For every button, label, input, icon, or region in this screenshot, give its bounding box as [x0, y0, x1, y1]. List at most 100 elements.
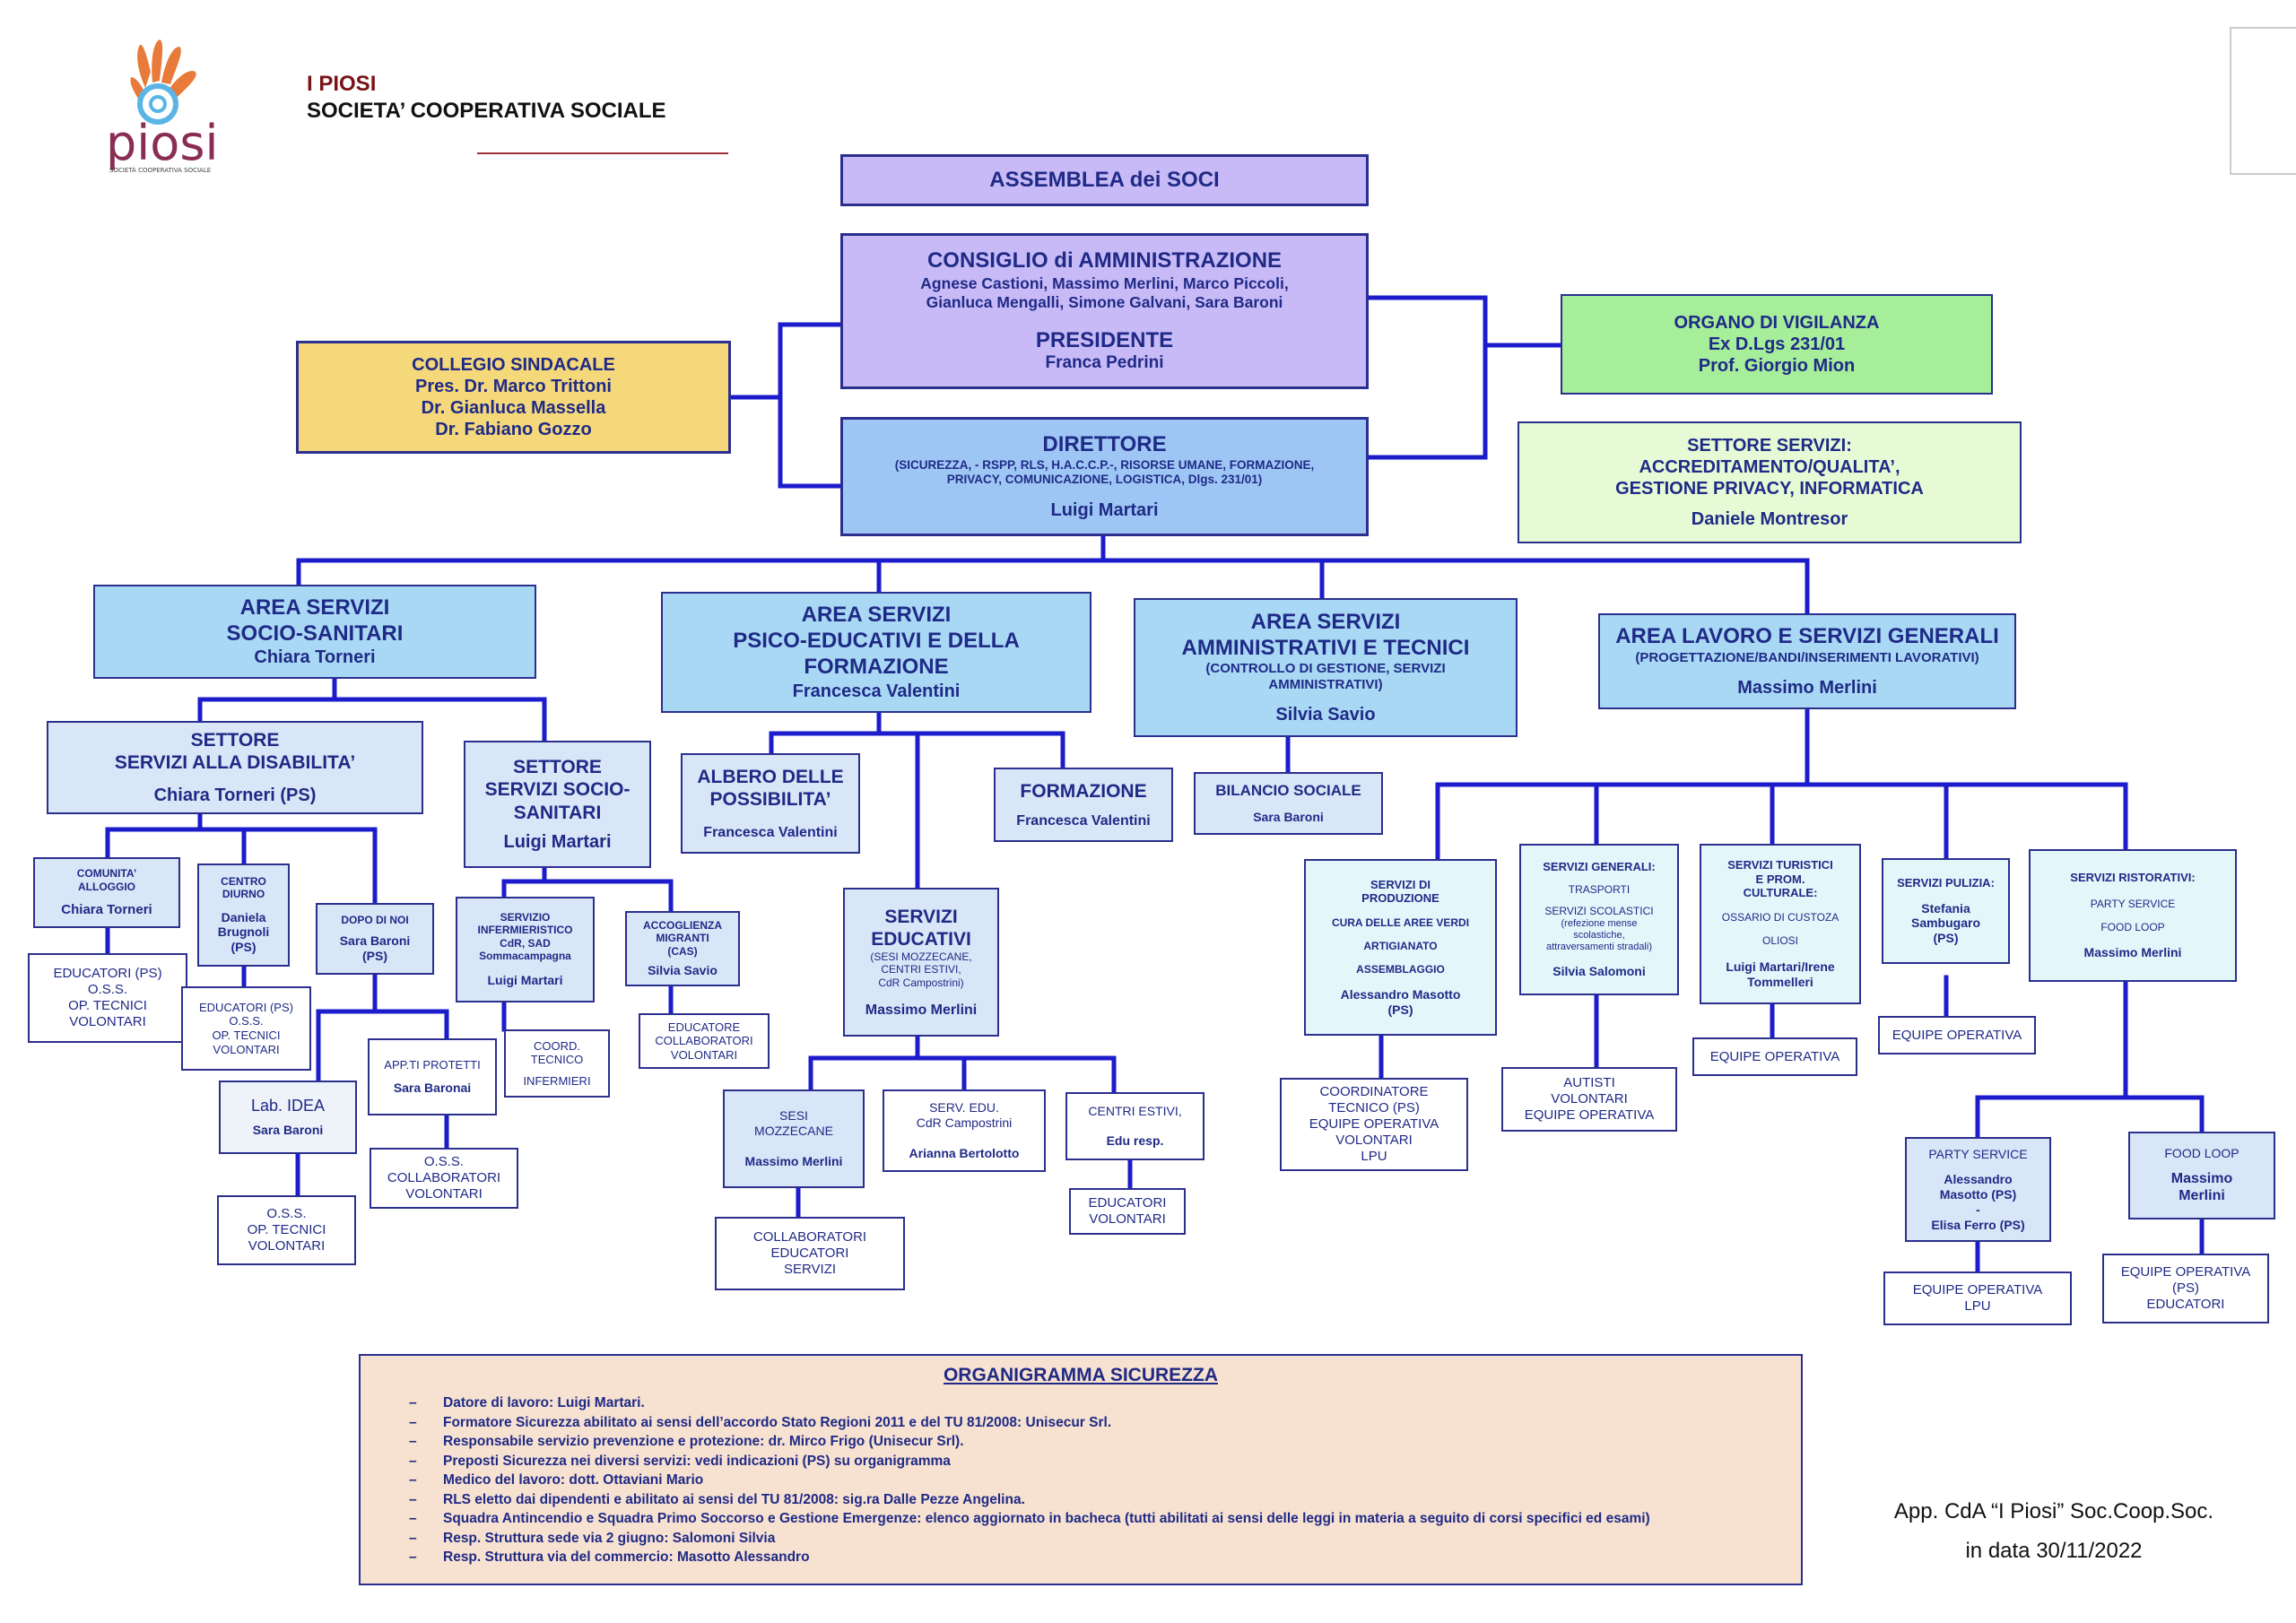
bilancio-title: BILANCIO SOCIALE	[1215, 782, 1361, 800]
connector-disabilita-leaf	[105, 925, 449, 1198]
educativi-line1: SERVIZI	[884, 906, 958, 927]
area-lavoro-line1: AREA LAVORO E SERVIZI GENERALI	[1615, 624, 1999, 649]
assemblea-box: ASSEMBLEA dei SOCI	[840, 154, 1369, 206]
formazione-box: FORMAZIONE Francesca Valentini	[994, 768, 1173, 842]
infermieristico-line2: INFERMIERISTICO	[477, 924, 573, 937]
food-title: FOOD LOOP	[2164, 1146, 2239, 1161]
organization-name: I PIOSI	[307, 72, 377, 96]
sicurezza-item: Squadra Antincendio e Squadra Primo Socc…	[396, 1509, 1765, 1529]
educatori-a-line1: EDUCATORI (PS)	[53, 966, 162, 981]
centro-name3: (PS)	[230, 940, 257, 955]
settore-socio-name: Luigi Martari	[503, 831, 612, 852]
dopo-title: DOPO DI NOI	[341, 914, 409, 926]
equipe-lpu-box: EQUIPE OPERATIVA LPU	[1883, 1271, 2072, 1325]
settore-disabilita-name: Chiara Torneri (PS)	[153, 785, 317, 806]
approval-line2: in data 30/11/2022	[1965, 1539, 2143, 1563]
generali-line3: (refezione mense	[1561, 917, 1638, 929]
connector-socio-sanitari	[501, 865, 674, 1032]
oss-tecnici-line1: O.S.S.	[266, 1206, 307, 1221]
approval-note: App. CdA “I Piosi” Soc.Coop.Soc. in data…	[1848, 1492, 2260, 1571]
coordinatore-line1: COORDINATORE	[1319, 1084, 1429, 1099]
collab-educ-line3: SERVIZI	[783, 1262, 837, 1277]
centri-estivi-box: CENTRI ESTIVI, Edu resp.	[1065, 1092, 1205, 1160]
sicurezza-item: Formatore Sicurezza abilitato ai sensi d…	[396, 1413, 1765, 1433]
formazione-title: FORMAZIONE	[1020, 781, 1147, 803]
area-socio-sanitari-box: AREA SERVIZI SOCIO-SANITARI Chiara Torne…	[93, 585, 536, 679]
area-amministrativi-box: AREA SERVIZI AMMINISTRATIVI E TECNICI (C…	[1134, 598, 1518, 737]
turistici-line3: CULTURALE:	[1743, 886, 1818, 900]
accoglienza-name: Silvia Savio	[648, 963, 718, 978]
accoglienza-line1: ACCOGLIENZA	[643, 919, 722, 933]
comunita-alloggio-box: COMUNITA’ ALLOGGIO Chiara Torneri	[33, 857, 180, 928]
oss-tecnici-line2: OP. TECNICI	[247, 1222, 326, 1237]
app-protetti-title: APP.TI PROTETTI	[384, 1057, 481, 1072]
sicurezza-item: Resp. Struttura via del commercio: Masot…	[396, 1548, 1765, 1567]
servizi-ristorativi-box: SERVIZI RISTORATIVI: PARTY SERVICE FOOD …	[2029, 849, 2237, 982]
centro-name2: Brugnoli	[217, 924, 270, 940]
educatori-a-line4: VOLONTARI	[69, 1014, 146, 1029]
area-psico-box: AREA SERVIZI PSICO-EDUCATIVI E DELLA FOR…	[661, 592, 1091, 713]
logo-wordmark: piosi	[106, 115, 215, 171]
infermieristico-line4: Sommacampagna	[479, 949, 571, 962]
servizi-educativi-box: SERVIZI EDUCATIVI (SESI MOZZECANE, CENTR…	[843, 888, 999, 1037]
educatori-b-line3: OP. TECNICI	[212, 1028, 281, 1042]
settore-servizi-box: SETTORE SERVIZI: ACCREDITAMENTO/QUALITA’…	[1518, 421, 2022, 543]
area-amm-desc-2: AMMINISTRATIVI)	[1268, 677, 1383, 693]
equipe-turistici-label: EQUIPE OPERATIVA	[1709, 1048, 1840, 1064]
educatori-b-line1: EDUCATORI (PS)	[199, 1000, 293, 1014]
educativi-desc-3: CdR Campostrini)	[878, 976, 964, 989]
collegio-line1: Pres. Dr. Marco Trittoni	[415, 377, 612, 396]
party-name1: Alessandro	[1944, 1172, 2013, 1187]
direttore-box: DIRETTORE (SICUREZZA, - RSPP, RLS, H.A.C…	[840, 417, 1369, 536]
equipe-lpu-line1: EQUIPE OPERATIVA	[1912, 1282, 2043, 1298]
header-divider	[477, 152, 728, 154]
party-name3: Elisa Ferro (PS)	[1931, 1217, 2025, 1232]
approval-line1: App. CdA “I Piosi” Soc.Coop.Soc.	[1893, 1499, 2214, 1523]
pulizia-name2: Sambugaro	[1910, 916, 1980, 931]
sesi-line1: SESI	[779, 1107, 808, 1123]
educatore-collab-line1: EDUCATORE	[667, 1020, 741, 1034]
turistici-name2: Tommelleri	[1747, 975, 1813, 990]
turistici-line2: E PROM.	[1755, 872, 1805, 886]
coord-tecnico-box: COORD. TECNICO INFERMIERI	[504, 1029, 610, 1098]
ristorativi-name: Massimo Merlini	[2083, 944, 2182, 959]
coordinatore-line3: EQUIPE OPERATIVA	[1309, 1116, 1439, 1132]
albero-name: Francesca Valentini	[703, 824, 838, 840]
food-name2: Merlini	[2179, 1188, 2225, 1204]
area-psico-line3: FORMAZIONE	[804, 654, 949, 679]
connector-main-bar	[296, 534, 1810, 616]
educatori-volontari-box: EDUCATORI VOLONTARI	[1069, 1188, 1186, 1235]
formazione-name: Francesca Valentini	[1016, 812, 1151, 829]
centro-diurno-box: CENTRO DIURNO Daniela Brugnoli (PS)	[197, 864, 290, 967]
coordinatore-tecnico-box: COORDINATORE TECNICO (PS) EQUIPE OPERATI…	[1280, 1078, 1468, 1171]
ristorativi-line1: PARTY SERVICE	[2090, 898, 2176, 910]
collegio-title: COLLEGIO SINDACALE	[412, 355, 615, 375]
produzione-line2: PRODUZIONE	[1361, 891, 1439, 906]
pulizia-name3: (PS)	[1933, 931, 1959, 946]
accoglienza-line2: MIGRANTI	[656, 932, 709, 945]
produzione-name2: (PS)	[1387, 1002, 1413, 1017]
equipe-educ-line2: (PS)	[2172, 1280, 2199, 1296]
lab-idea-box: Lab. IDEA Sara Baroni	[219, 1081, 357, 1154]
organo-vigilanza-box: ORGANO DI VIGILANZA Ex D.Lgs 231/01 Prof…	[1561, 294, 1993, 395]
organo-title: ORGANO DI VIGILANZA	[1674, 313, 1880, 333]
servizi-pulizia-box: SERVIZI PULIZIA: Stefania Sambugaro (PS)	[1882, 858, 2010, 964]
settore-servizi-line2: ACCREDITAMENTO/QUALITA’,	[1639, 457, 1900, 477]
area-psico-name: Francesca Valentini	[792, 681, 961, 701]
sesi-mozzecane-box: SESI MOZZECANE Massimo Merlini	[723, 1089, 865, 1188]
equipe-turistici-box: EQUIPE OPERATIVA	[1692, 1037, 1857, 1076]
sicurezza-item: Resp. Struttura sede via 2 giugno: Salom…	[396, 1529, 1765, 1549]
educatore-collab-line3: VOLONTARI	[670, 1047, 738, 1062]
connector-disabilita	[105, 812, 378, 906]
turistici-line5: OLIOSI	[1761, 934, 1798, 948]
area-lavoro-desc: (PROGETTAZIONE/BANDI/INSERIMENTI LAVORAT…	[1635, 649, 1979, 665]
equipe-educ-line1: EQUIPE OPERATIVA	[2120, 1264, 2251, 1280]
consiglio-box: CONSIGLIO di AMMINISTRAZIONE Agnese Cast…	[840, 233, 1369, 389]
settore-disabilita-line1: SETTORE	[190, 729, 280, 751]
infermieristico-line1: SERVIZIO	[500, 910, 551, 924]
coordinatore-line5: LPU	[1361, 1149, 1387, 1164]
sicurezza-title: ORGANIGRAMMA SICUREZZA	[943, 1365, 1219, 1385]
servizi-produzione-box: SERVIZI DI PRODUZIONE CURA DELLE AREE VE…	[1304, 859, 1497, 1036]
sesi-line2: MOZZECANE	[754, 1123, 833, 1138]
direttore-name: Luigi Martari	[1050, 500, 1159, 521]
